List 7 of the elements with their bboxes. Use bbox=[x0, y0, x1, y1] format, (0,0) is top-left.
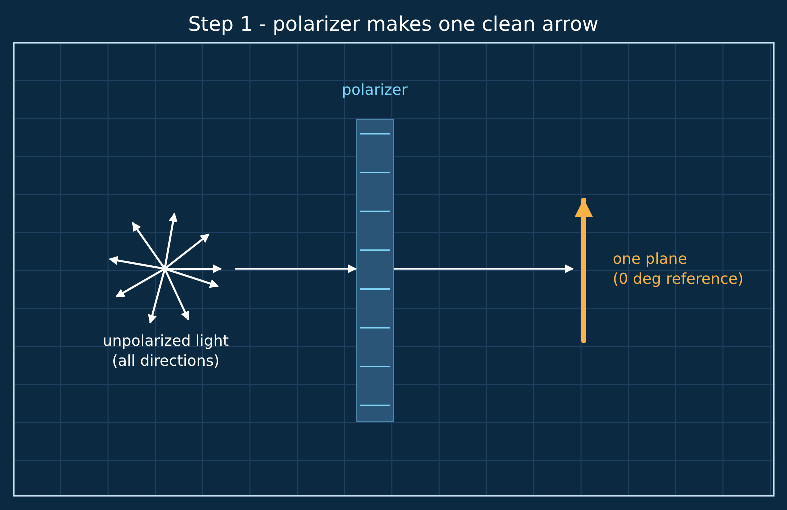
arrow bbox=[394, 264, 574, 274]
node-label: unpolarized light (all directions) bbox=[102, 331, 230, 371]
node-label: one plane (0 deg reference) bbox=[613, 249, 744, 289]
polarization-arrow bbox=[573, 198, 595, 344]
title: Step 1 - polarizer makes one clean arrow bbox=[187, 11, 600, 37]
arrow bbox=[235, 264, 357, 274]
filter-label: polarizer bbox=[341, 80, 409, 100]
